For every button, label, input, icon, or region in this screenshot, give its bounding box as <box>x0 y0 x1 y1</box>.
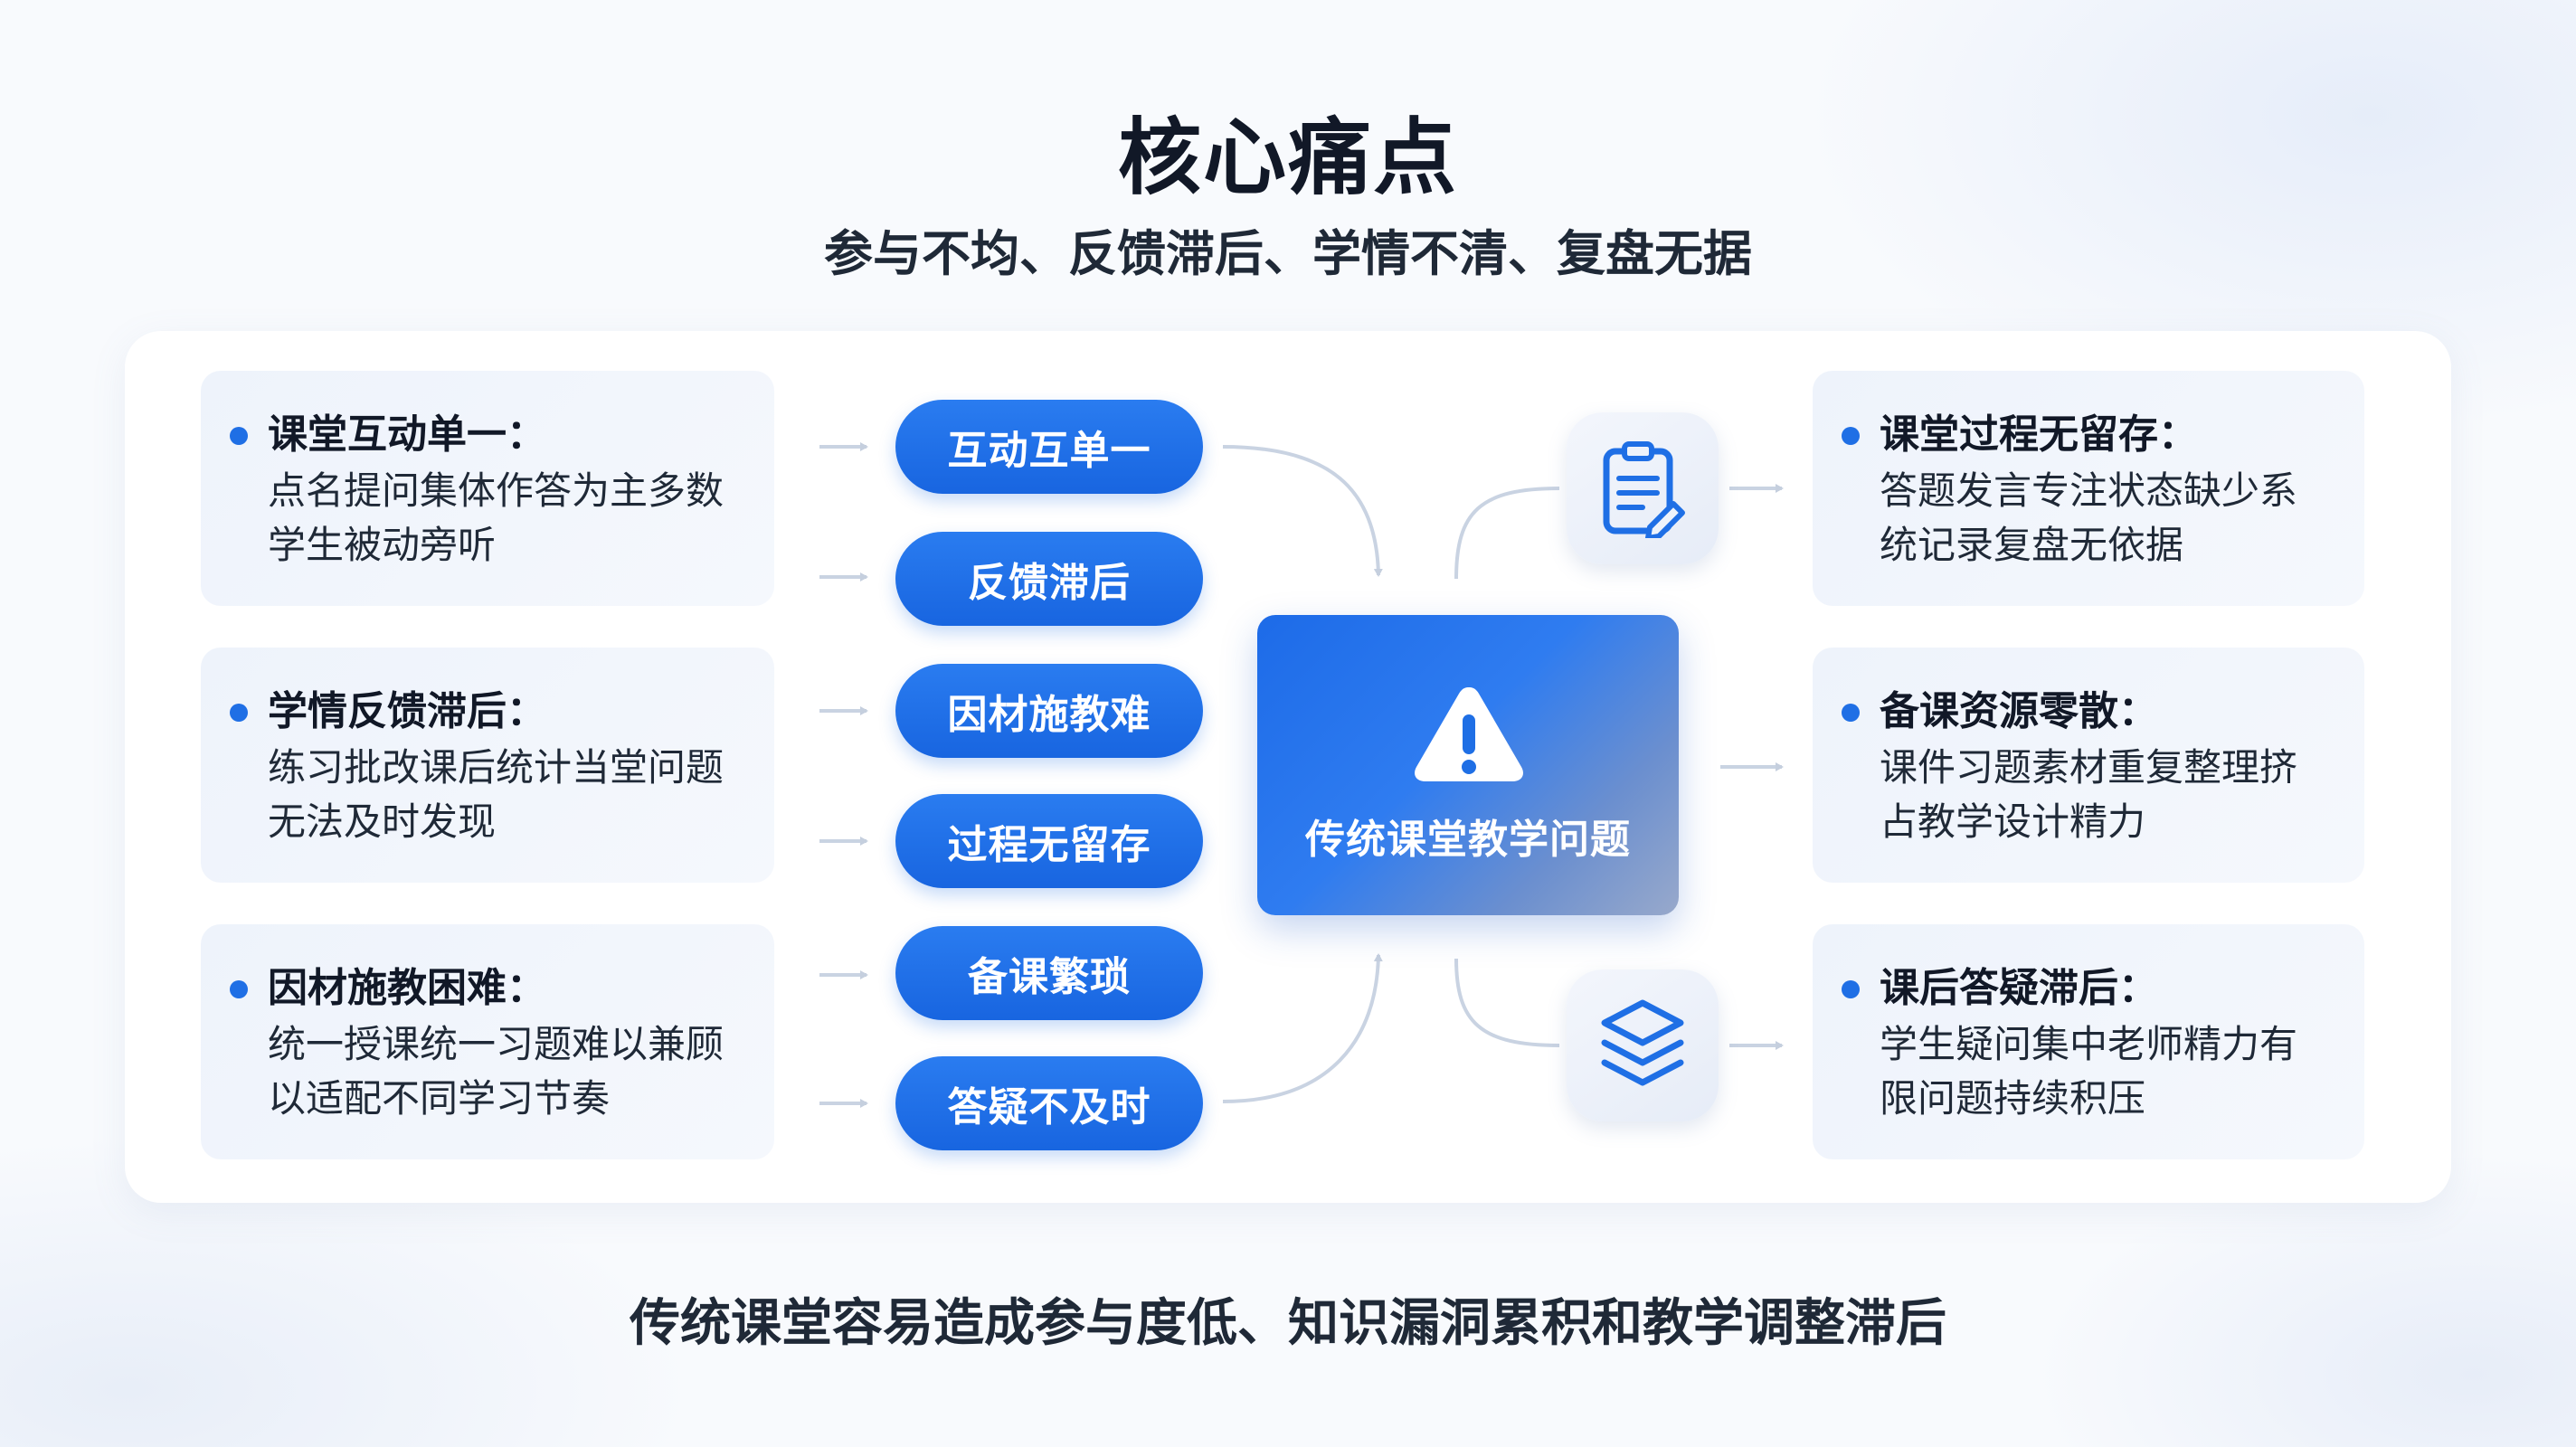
bullet-dot <box>1842 427 1860 445</box>
right-card-qa-lag: 课后答疑滞后： 学生疑问集中老师精力有 限问题持续积压 <box>1813 924 2364 1159</box>
summary-text: 传统课堂容易造成参与度低、知识漏洞累积和教学调整滞后 <box>630 1294 1946 1353</box>
card-desc-line1: 练习批改课后统计当堂问题 <box>268 745 724 790</box>
clipboard-edit-icon <box>1603 441 1685 538</box>
layers-tile <box>1567 969 1719 1121</box>
card-desc-line1: 学生疑问集中老师精力有 <box>1880 1022 2298 1067</box>
card-desc-line2: 统记录复盘无依据 <box>1880 522 2184 567</box>
left-card-differentiation: 因材施教困难： 统一授课统一习题难以兼顾 以适配不同学习节奏 <box>201 924 774 1159</box>
pill-prep: 备课繁琐 <box>895 926 1203 1020</box>
bullet-dot <box>1842 980 1860 998</box>
page-title: 核心痛点 <box>1117 109 1458 206</box>
card-desc-line1: 统一授课统一习题难以兼顾 <box>268 1022 724 1067</box>
left-card-feedback: 学情反馈滞后： 练习批改课后统计当堂问题 无法及时发现 <box>201 648 774 883</box>
card-title: 备课资源零散： <box>1880 688 2158 734</box>
card-desc-line2: 占教学设计精力 <box>1880 799 2146 844</box>
bullet-dot <box>230 427 248 445</box>
card-title: 课堂过程无留存： <box>1880 411 2198 458</box>
page-subtitle: 参与不均、反馈滞后、学情不清、复盘无据 <box>824 225 1752 282</box>
pill-feedback: 反馈滞后 <box>895 532 1203 626</box>
pill-interaction: 互动互单一 <box>895 400 1203 494</box>
clipboard-tile <box>1567 412 1719 564</box>
bullet-dot <box>1842 704 1860 722</box>
card-title: 因材施教困难： <box>268 965 546 1011</box>
card-desc-line1: 课件习题素材重复整理挤 <box>1880 745 2298 790</box>
pill-qa: 答疑不及时 <box>895 1056 1203 1150</box>
card-desc-line1: 点名提问集体作答为主多数 <box>268 468 724 514</box>
layers-stack-icon <box>1601 999 1684 1086</box>
bullet-dot <box>230 980 248 998</box>
bullet-dot <box>230 704 248 722</box>
card-desc-line2: 以适配不同学习节奏 <box>268 1075 611 1121</box>
right-card-prep-resources: 备课资源零散： 课件习题素材重复整理挤 占教学设计精力 <box>1813 648 2364 883</box>
card-desc-line1: 答题发言专注状态缺少系 <box>1880 468 2298 514</box>
center-label: 传统课堂教学问题 <box>1305 817 1631 863</box>
card-desc-line2: 学生被动旁听 <box>268 522 497 567</box>
card-desc-line2: 无法及时发现 <box>268 799 497 844</box>
right-card-no-record: 课堂过程无留存： 答题发言专注状态缺少系 统记录复盘无依据 <box>1813 371 2364 606</box>
left-card-interaction: 课堂互动单一： 点名提问集体作答为主多数 学生被动旁听 <box>201 371 774 606</box>
card-title: 课后答疑滞后： <box>1880 965 2158 1011</box>
card-desc-line2: 限问题持续积压 <box>1880 1075 2146 1121</box>
pill-differentiation: 因材施教难 <box>895 664 1203 758</box>
pill-no-record: 过程无留存 <box>895 794 1203 888</box>
center-problem-box: 传统课堂教学问题 <box>1257 615 1679 915</box>
card-title: 学情反馈滞后： <box>268 688 546 734</box>
warning-icon <box>1415 687 1523 781</box>
card-title: 课堂互动单一： <box>268 411 546 458</box>
